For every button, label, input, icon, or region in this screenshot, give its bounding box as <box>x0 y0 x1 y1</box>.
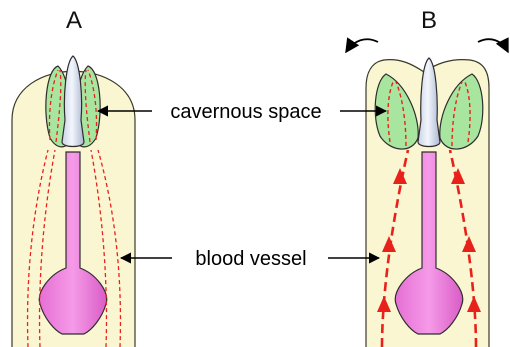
panel-b: B <box>346 7 508 347</box>
panel-b-label: B <box>421 7 437 34</box>
callout-cavernous-space: cavernous space <box>98 101 386 123</box>
panel-a: A <box>12 7 135 347</box>
panel-a-spine <box>62 56 84 147</box>
blood-vessel-label: blood vessel <box>195 248 306 270</box>
panel-a-label: A <box>66 7 82 34</box>
open-rotation-arrow-right <box>478 39 508 52</box>
callout-blood-vessel: blood vessel <box>121 248 379 270</box>
open-rotation-arrow-left <box>346 39 378 52</box>
cavernous-space-label: cavernous space <box>170 101 321 123</box>
